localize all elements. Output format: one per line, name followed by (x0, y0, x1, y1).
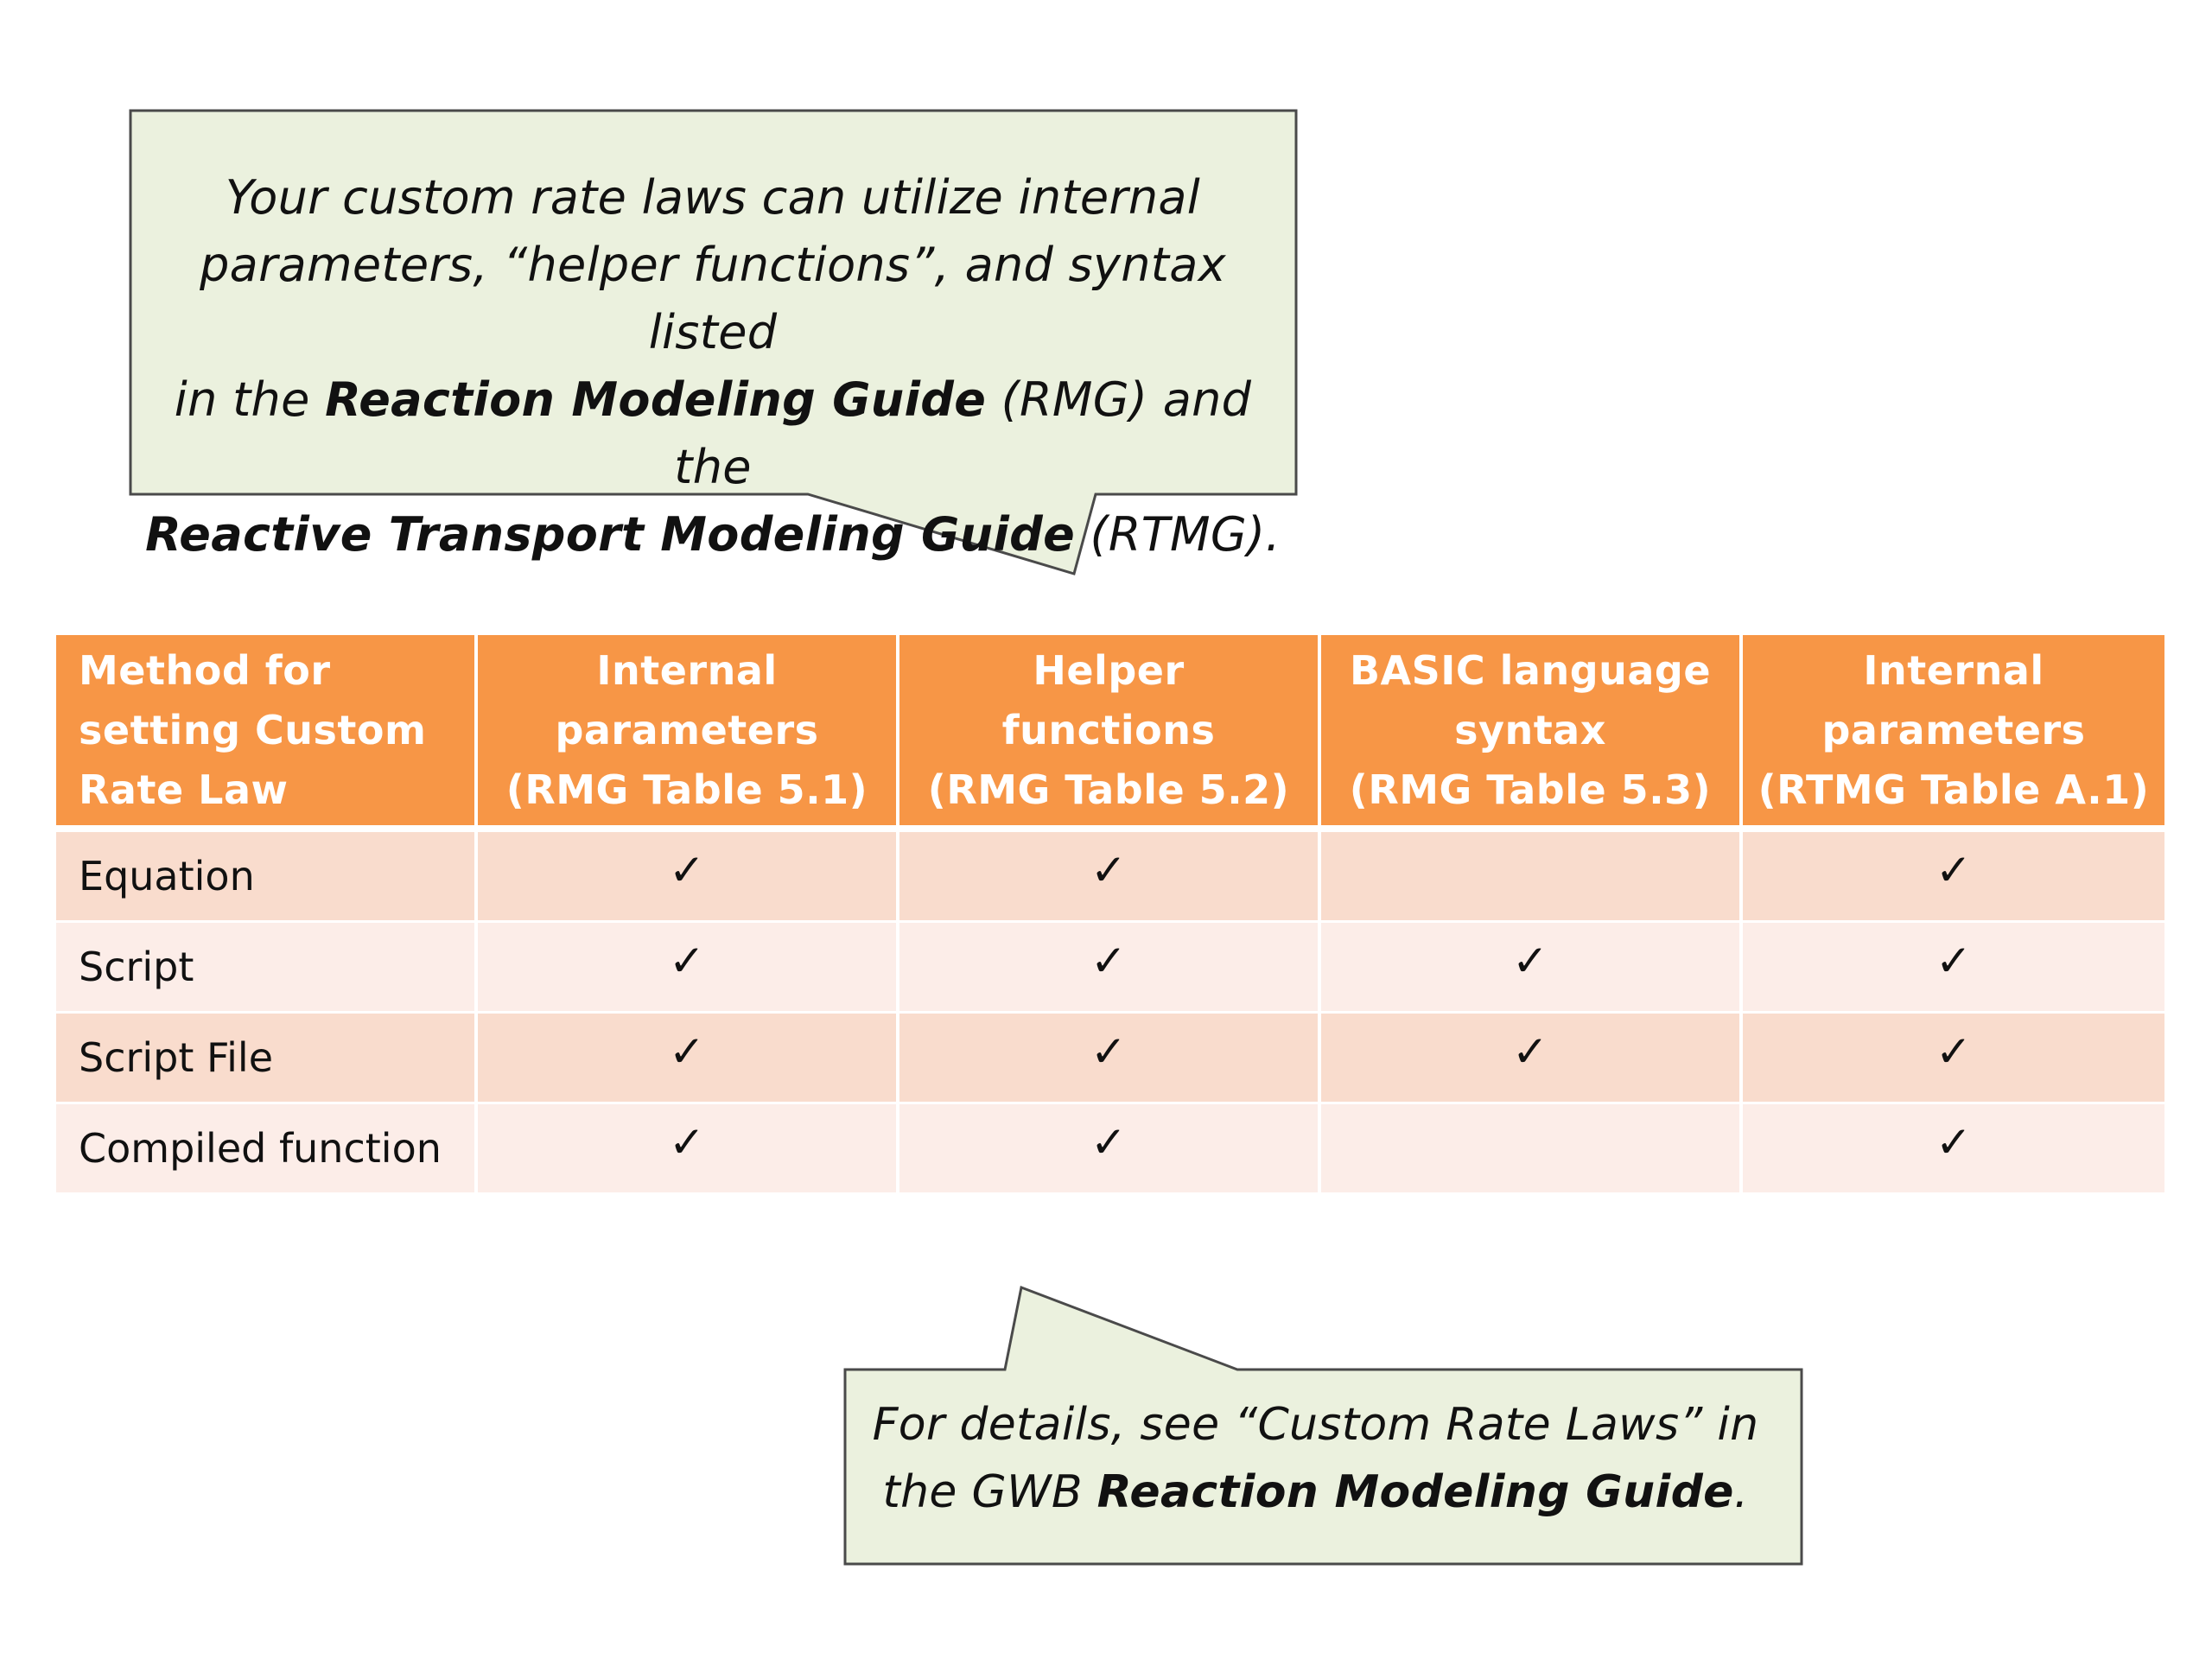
callout-bottom-line-2-post: . (1733, 1466, 1749, 1518)
callout-bottom-rmg-title: Reaction Modeling Guide (1096, 1466, 1734, 1518)
table-row: Equation ✓ ✓ ✓ (56, 832, 2164, 923)
header-method-line-3: Rate Law (79, 766, 289, 813)
row-method-label: Script File (56, 1014, 478, 1104)
header-col2-line-1: Helper (1033, 646, 1185, 694)
check-mark: ✓ (478, 832, 899, 923)
check-mark: ✓ (1743, 1014, 2164, 1104)
check-mark: ✓ (1321, 923, 1743, 1014)
callout-top-text: Your custom rate laws can utilize intern… (134, 164, 1292, 569)
check-mark: ✓ (478, 923, 899, 1014)
check-mark: ✓ (1321, 1014, 1743, 1104)
callout-top-line-4-post: (RTMG). (1075, 507, 1281, 562)
callout-top-line-2: parameters, “helper functions”, and synt… (200, 238, 1226, 359)
check-mark: ✓ (1743, 832, 2164, 923)
table-row: Script File ✓ ✓ ✓ ✓ (56, 1014, 2164, 1104)
check-mark: ✓ (899, 923, 1321, 1014)
header-col1-line-3: (RMG Table 5.1) (505, 766, 868, 813)
header-internal-parameters-rtmg: Internal parameters (RTMG Table A.1) (1743, 635, 2164, 832)
callout-top-line-3-post: (RMG) and the (674, 372, 1252, 494)
header-col3-line-1: BASIC language (1349, 646, 1712, 694)
callout-top-line-1: Your custom rate laws can utilize intern… (225, 170, 1201, 225)
check-mark: ✓ (478, 1014, 899, 1104)
header-method: Method for setting Custom Rate Law (56, 635, 478, 832)
check-mark (1321, 1104, 1743, 1195)
header-col4-line-3: (RTMG Table A.1) (1758, 766, 2150, 813)
callout-bottom-line-1: For details, see “Custom Rate Laws” in (872, 1399, 1759, 1451)
row-method-label: Compiled function (56, 1104, 478, 1195)
callout-top-rtmg-title: Reactive Transport Modeling Guide (145, 507, 1076, 562)
header-internal-parameters-rmg: Internal parameters (RMG Table 5.1) (478, 635, 899, 832)
check-mark (1321, 832, 1743, 923)
check-mark: ✓ (478, 1104, 899, 1195)
callout-bottom-text: For details, see “Custom Rate Laws” in t… (842, 1391, 1789, 1526)
callout-top-line-3-pre: in the (174, 372, 326, 427)
header-col1-line-2: parameters (555, 706, 819, 753)
header-method-line-1: Method for (79, 646, 331, 694)
row-method-label: Equation (56, 832, 478, 923)
header-col4-line-1: Internal (1863, 646, 2044, 694)
callout-top-rmg-title: Reaction Modeling Guide (325, 372, 987, 427)
header-helper-functions: Helper functions (RMG Table 5.2) (899, 635, 1321, 832)
check-mark: ✓ (899, 832, 1321, 923)
header-col3-line-3: (RMG Table 5.3) (1349, 766, 1712, 813)
callout-bottom-line-2-pre: the GWB (882, 1466, 1097, 1518)
table-row: Script ✓ ✓ ✓ ✓ (56, 923, 2164, 1014)
header-method-line-2: setting Custom (79, 706, 427, 753)
callout-bottom-line-2: the GWB Reaction Modeling Guide. (842, 1459, 1789, 1526)
header-col4-line-2: parameters (1821, 706, 2086, 753)
table-row: Compiled function ✓ ✓ ✓ (56, 1104, 2164, 1195)
check-mark: ✓ (899, 1104, 1321, 1195)
check-mark: ✓ (1743, 1104, 2164, 1195)
header-col3-line-2: syntax (1454, 706, 1606, 753)
callout-top-line-4: Reactive Transport Modeling Guide (RTMG)… (134, 501, 1292, 569)
callout-top-line-3: in the Reaction Modeling Guide (RMG) and… (134, 366, 1292, 501)
header-col2-line-2: functions (1001, 706, 1216, 753)
header-basic-language-syntax: BASIC language syntax (RMG Table 5.3) (1321, 635, 1743, 832)
table-header-row: Method for setting Custom Rate Law Inter… (56, 635, 2164, 832)
header-col2-line-3: (RMG Table 5.2) (927, 766, 1290, 813)
check-mark: ✓ (899, 1014, 1321, 1104)
check-mark: ✓ (1743, 923, 2164, 1014)
rate-law-methods-table: Method for setting Custom Rate Law Inter… (56, 635, 2164, 1195)
header-col1-line-1: Internal (596, 646, 778, 694)
row-method-label: Script (56, 923, 478, 1014)
